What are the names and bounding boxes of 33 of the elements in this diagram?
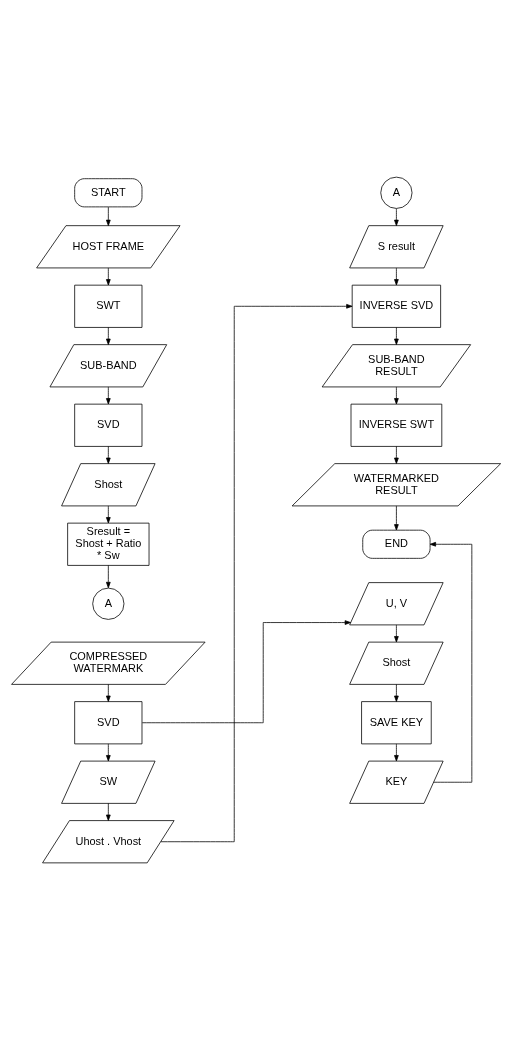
arrow (394, 505, 399, 530)
node-box: START (74, 177, 143, 207)
arrow (106, 206, 111, 226)
node-box: END (362, 529, 431, 559)
arrow (106, 802, 111, 821)
arrow (394, 207, 399, 226)
arrow (160, 303, 353, 842)
arrow (394, 445, 399, 464)
arrow (141, 619, 351, 723)
arrow (394, 326, 399, 345)
node-box: Sresult = Shost + Ratio * Sw (67, 522, 150, 566)
arrow (394, 267, 399, 285)
arrow (394, 386, 399, 404)
node-box: SVD (74, 403, 143, 447)
arrow (106, 267, 111, 285)
arrow (106, 326, 111, 345)
node-box: INVERSE SWT (350, 403, 443, 447)
node-circle: A (380, 176, 413, 209)
arrow (106, 445, 111, 464)
arrow (106, 386, 111, 404)
arrow (394, 683, 399, 702)
arrow (394, 624, 399, 642)
node-box: SWT (74, 284, 143, 328)
node-box: SVD (74, 700, 143, 744)
arrow (106, 683, 111, 702)
arrow (106, 743, 111, 761)
node-box: SAVE KEY (361, 700, 432, 744)
node-box: INVERSE SVD (351, 284, 441, 328)
node-circle: A (92, 587, 125, 620)
arrow (429, 541, 473, 783)
arrow (394, 743, 399, 761)
arrow (106, 505, 111, 523)
arrow (106, 564, 111, 588)
